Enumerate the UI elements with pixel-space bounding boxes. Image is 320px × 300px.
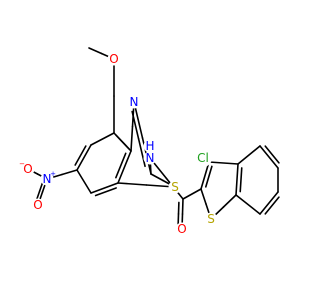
- methoxy-oxygen-label-bg: [107, 52, 121, 66]
- bond-c6-c7-inner: [264, 196, 280, 215]
- nitro-minus-charge: −: [19, 160, 25, 168]
- bond-carbonyl-o-a: [181, 198, 184, 215]
- bond-c2b-n3-inner-a: [137, 138, 146, 168]
- bond-c3ab-c7ab-inner: [115, 152, 127, 179]
- nitro-plus-charge: +: [50, 170, 56, 178]
- thiophene-sulfur-label: S: [207, 212, 215, 226]
- bond-c6b-c7b: [76, 169, 92, 194]
- bond-n3-c3ab-b: [130, 125, 134, 152]
- bond-c6-c7: [259, 191, 279, 215]
- amide-oxygen-label-bg: [175, 222, 189, 236]
- bond-c3a-c7a: [235, 163, 239, 196]
- thiazole-sulfur-label-bg: [168, 180, 182, 194]
- nitro-oxygen-top-label-bg: [21, 162, 35, 176]
- bond-c2-carbonyl: [182, 188, 202, 200]
- nitro-oxygen-bottom-label: O: [33, 198, 42, 212]
- bond-c3ab-c4b-inner: [115, 134, 130, 150]
- chlorine-label-bg: [194, 149, 212, 167]
- bond-c3-c3a: [208, 161, 239, 165]
- bond-c5b-c6b: [76, 144, 92, 171]
- bond-c7b-c7ab: [90, 182, 119, 194]
- bond-c2-s1-a: [200, 188, 207, 205]
- bond-layer: [27, 47, 280, 230]
- amide-oxygen-label: O: [177, 222, 186, 236]
- amide-nitrogen-label-bg: [143, 151, 157, 165]
- thiazole-nitrogen-label-bg: [127, 95, 141, 109]
- nitro-oxygen-bottom-label-bg: [31, 198, 45, 212]
- bond-s3-c7ab-b: [117, 182, 148, 186]
- thiophene-sulfur-label-bg: [204, 212, 218, 226]
- bond-c5b-c6b-inner: [74, 145, 87, 166]
- bond-s1-c7a-b: [222, 194, 237, 208]
- bond-c4-c5: [259, 145, 279, 169]
- thiazole-nitrogen-label: N: [130, 95, 139, 109]
- bond-c6b-nitro-a: [61, 169, 78, 176]
- nitro-oxygen-top-label: O: [23, 162, 32, 176]
- nitro-nitrogen-label: N: [43, 172, 52, 186]
- thiazole-sulfur-label: S: [171, 180, 179, 194]
- bond-c3a-c4: [237, 145, 261, 165]
- bond-c4-c5-inner: [264, 145, 280, 164]
- chlorine-label: Cl: [197, 151, 209, 165]
- bond-c3a-c7a-inner: [239, 167, 243, 193]
- bond-c3ab-c7ab: [117, 150, 132, 184]
- bond-c2-c3: [200, 161, 210, 190]
- bond-c7-c7a: [235, 194, 261, 215]
- amide-nitrogen-label: N: [146, 151, 155, 165]
- nitro-nitrogen-label-bg: [40, 172, 54, 186]
- methoxy-oxygen-label: O: [109, 52, 118, 66]
- bond-c7b-c7ab-inner: [94, 187, 117, 197]
- bond-c4b-c5b: [90, 132, 115, 146]
- amide-hydrogen-label-bg: [143, 139, 157, 153]
- amide-hydrogen-label: H: [145, 139, 154, 153]
- bond-c2-c3-inner: [204, 165, 213, 188]
- bond-o-methyl-b: [88, 47, 103, 55]
- bond-c2b-s3-a: [150, 173, 164, 182]
